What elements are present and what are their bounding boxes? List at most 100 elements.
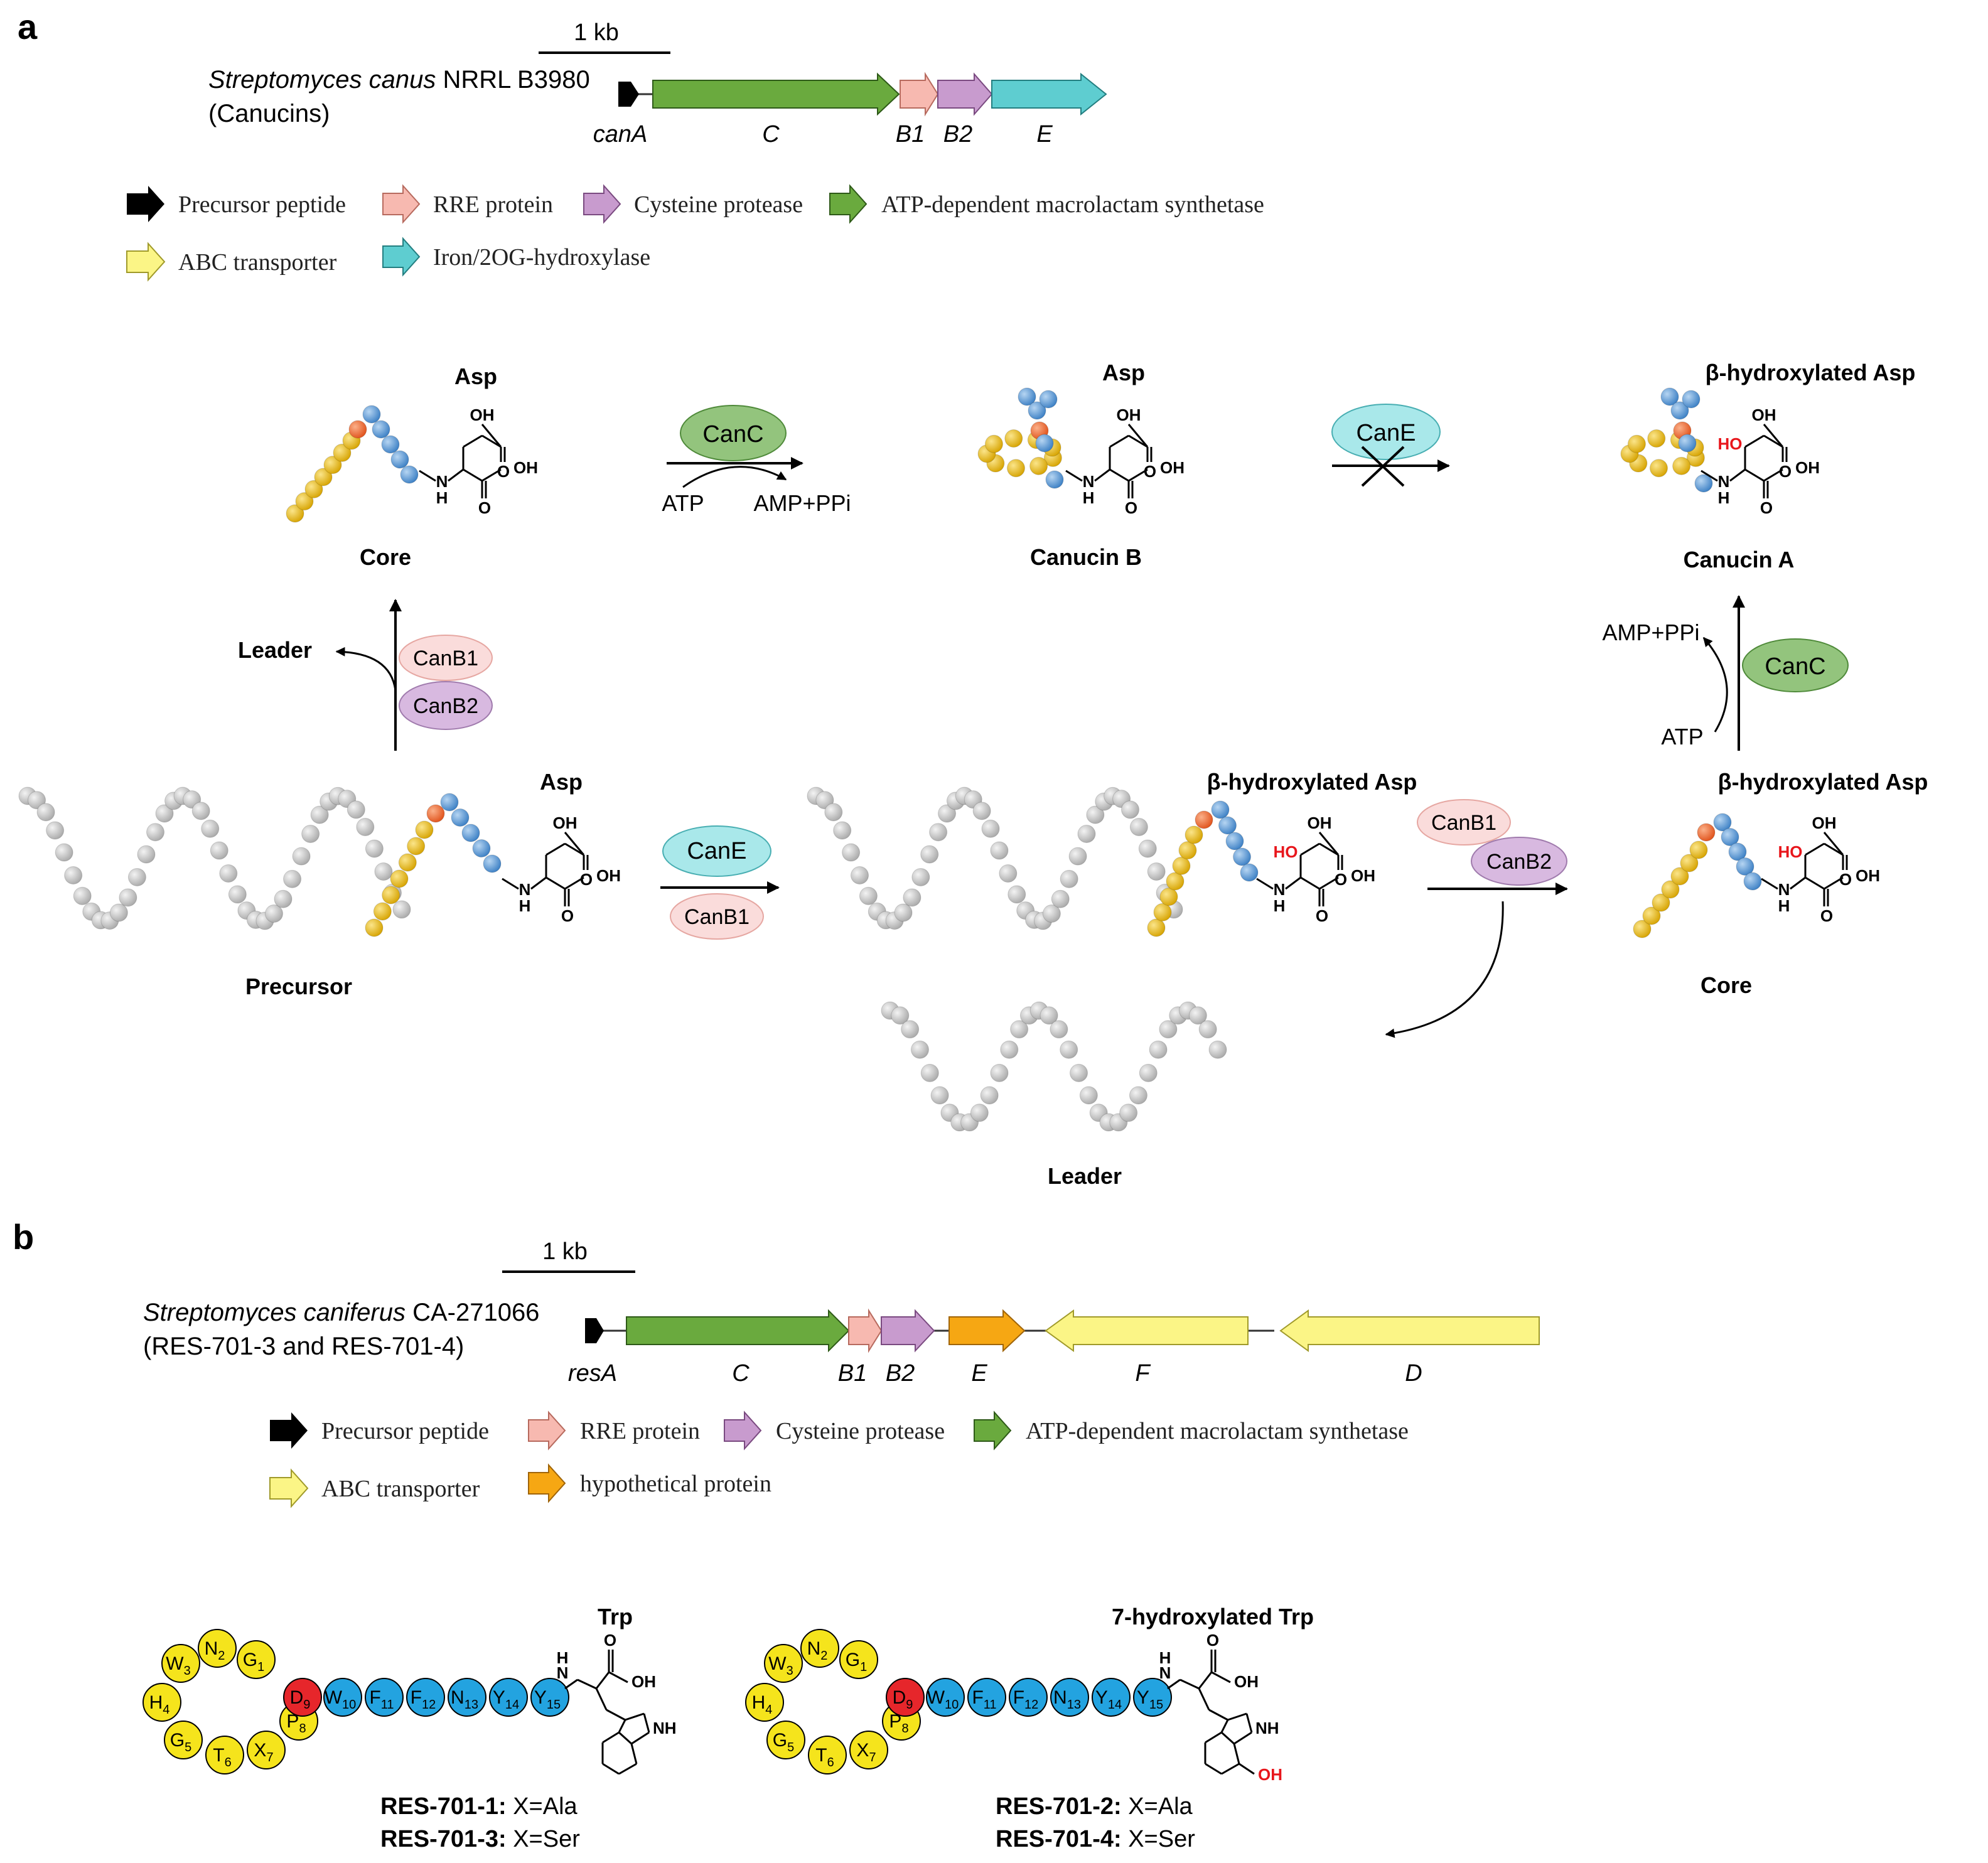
atom-label: H bbox=[1159, 1648, 1171, 1667]
core-bead bbox=[984, 434, 1003, 453]
leader-bead bbox=[1060, 1040, 1078, 1059]
leader-released-label-left: Leader bbox=[238, 637, 312, 663]
leader-bead bbox=[292, 847, 311, 866]
canE-enzyme-top bbox=[1331, 404, 1441, 460]
leader-bead bbox=[859, 886, 878, 905]
leader-bead bbox=[891, 1006, 910, 1025]
legend-b-rre-icon bbox=[528, 1410, 566, 1451]
tail-bead bbox=[1225, 832, 1244, 851]
atom-label: O bbox=[1820, 906, 1833, 925]
atom-label: OH bbox=[1812, 813, 1837, 832]
atom-label: O bbox=[1206, 1631, 1219, 1650]
leader-bead bbox=[392, 900, 411, 919]
atom-label: OH bbox=[1117, 405, 1141, 424]
leader-bead bbox=[851, 866, 869, 884]
atom-label: N bbox=[436, 472, 448, 491]
core-bead bbox=[1172, 856, 1191, 875]
core-bead bbox=[1166, 872, 1185, 891]
tail-residue bbox=[365, 1678, 404, 1717]
bond bbox=[625, 1712, 645, 1721]
ring-residue bbox=[764, 1644, 803, 1683]
leader-bead bbox=[155, 804, 174, 823]
leader-bead bbox=[910, 1040, 929, 1059]
bond bbox=[1211, 1671, 1231, 1683]
bond bbox=[1227, 1712, 1247, 1721]
canC-enzyme-top bbox=[680, 405, 787, 461]
leader-bead bbox=[283, 869, 302, 888]
core-bead bbox=[314, 468, 333, 486]
core-bead bbox=[1680, 854, 1699, 872]
bond bbox=[1744, 468, 1765, 482]
gene-label-resF: F bbox=[1135, 1360, 1151, 1387]
tail-bead bbox=[1736, 857, 1754, 876]
legend-b-synthetase-icon bbox=[974, 1410, 1012, 1451]
atom-label: N bbox=[1718, 472, 1730, 491]
gene-resF-arrow bbox=[1045, 1309, 1249, 1352]
bond bbox=[1205, 1731, 1222, 1744]
panel-b-scale-label: 1 kb bbox=[542, 1238, 588, 1265]
bond bbox=[564, 1678, 578, 1690]
ring-residue bbox=[766, 1721, 805, 1759]
bond bbox=[1220, 1719, 1229, 1733]
tail-bead bbox=[483, 854, 502, 873]
core-bead bbox=[1633, 920, 1652, 938]
canC-enzyme-top-label: CanC bbox=[702, 421, 763, 448]
leader-bead bbox=[1120, 800, 1139, 819]
canE-enzyme-bottom bbox=[662, 825, 771, 877]
ring-residue bbox=[839, 1640, 878, 1679]
core-bead bbox=[295, 492, 314, 511]
leader-bead bbox=[356, 818, 375, 837]
hydroxylated-precursor-label: β-hydroxylated Asp bbox=[1207, 769, 1417, 795]
panel-a-legend: Precursor peptide RRE protein Cysteine p… bbox=[126, 184, 1264, 282]
leader-bead bbox=[842, 843, 861, 862]
bond bbox=[606, 1709, 626, 1721]
bond bbox=[1245, 1713, 1253, 1733]
canB2-enzyme-left bbox=[399, 681, 493, 730]
core-bead bbox=[1178, 841, 1197, 860]
legend-hydroxylase-label: Iron/2OG-hydroxylase bbox=[433, 244, 650, 271]
atom-label: OH bbox=[1308, 813, 1332, 832]
tail-bead bbox=[1713, 813, 1732, 832]
panel-a-organism: Streptomyces canus NRRL B3980 bbox=[208, 66, 590, 94]
bond bbox=[481, 468, 502, 482]
bond bbox=[481, 434, 502, 448]
tail-residue bbox=[926, 1678, 965, 1717]
atom-label: N bbox=[1274, 880, 1286, 899]
bond bbox=[1761, 878, 1778, 890]
atom-label: H bbox=[1083, 488, 1095, 507]
bond bbox=[1318, 832, 1340, 856]
gene-label-resC: C bbox=[732, 1360, 750, 1387]
tail-bead bbox=[1678, 434, 1697, 453]
atom-label: O bbox=[478, 498, 491, 517]
bond bbox=[630, 1743, 638, 1764]
leader-bead bbox=[911, 867, 930, 886]
core-bead bbox=[382, 886, 400, 905]
bond bbox=[595, 1688, 608, 1710]
panel-a-organism-product: (Canucins) bbox=[208, 100, 330, 127]
atom-label: H bbox=[519, 896, 531, 915]
atom-label: OH bbox=[513, 458, 538, 477]
atom-label: OH bbox=[1752, 405, 1776, 424]
core-bead bbox=[1642, 906, 1661, 925]
bond bbox=[1701, 470, 1718, 482]
legend-precursor-label: Precursor peptide bbox=[178, 191, 346, 218]
canB1-enzyme-right bbox=[1417, 799, 1511, 846]
atom-label: N bbox=[1778, 880, 1790, 899]
gene-label-resE: E bbox=[971, 1360, 987, 1387]
atom-label: N bbox=[1083, 472, 1095, 491]
bond bbox=[1790, 876, 1806, 890]
tail-bead bbox=[1670, 401, 1689, 420]
atom-label: OH bbox=[1234, 1672, 1259, 1691]
atom-label: HO bbox=[1718, 434, 1743, 453]
bond bbox=[545, 876, 566, 890]
leader-bead bbox=[1040, 1006, 1058, 1025]
leader-bead bbox=[930, 1086, 949, 1105]
core-bead bbox=[1670, 867, 1689, 886]
bond bbox=[1763, 468, 1783, 482]
ring-residue bbox=[247, 1731, 286, 1769]
leader-bead bbox=[1149, 1040, 1168, 1059]
